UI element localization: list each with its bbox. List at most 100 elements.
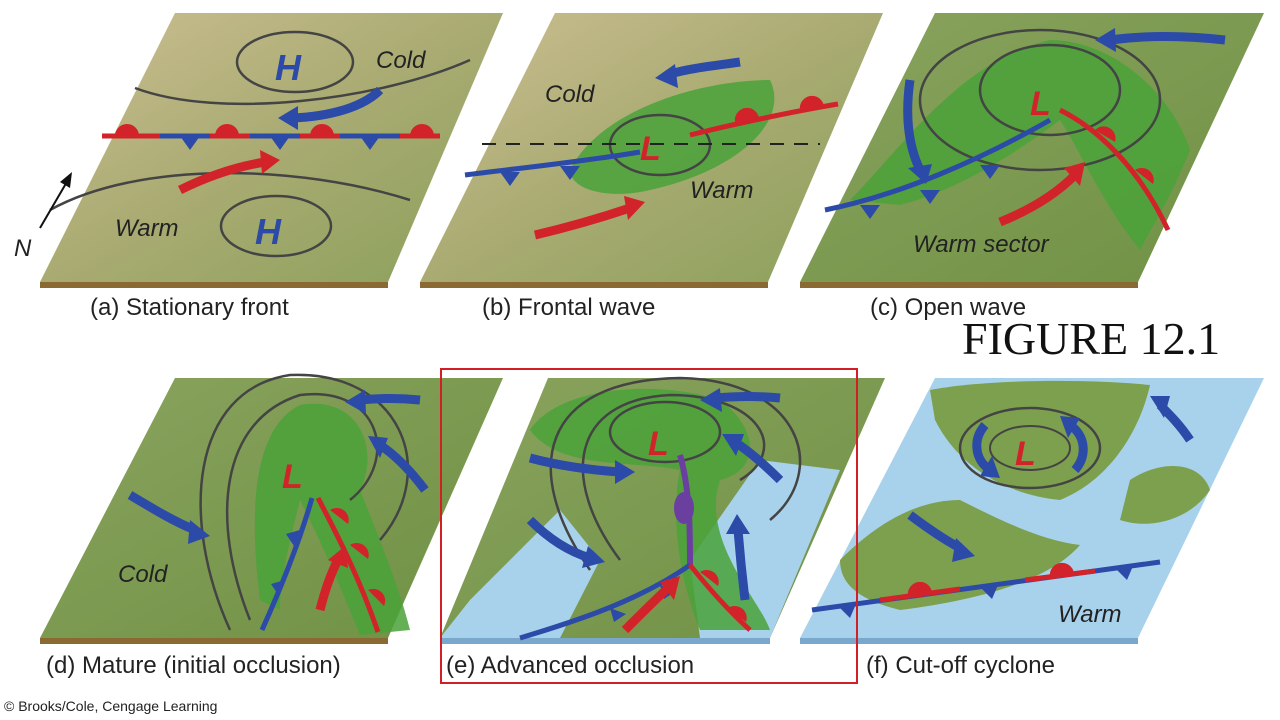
cold-front xyxy=(519,562,692,641)
wind-arrowhead xyxy=(1064,162,1085,186)
terrain-edge-a xyxy=(40,282,388,288)
isobar xyxy=(219,194,333,258)
wind-arrow xyxy=(177,157,266,195)
isobar xyxy=(958,406,1102,490)
warm-label: Warm xyxy=(115,215,179,242)
stationary-front xyxy=(879,586,961,603)
high-pressure-label: H xyxy=(255,211,282,252)
wind-arrowhead xyxy=(624,196,645,220)
north-arrow xyxy=(39,179,69,229)
wind-arrow xyxy=(621,584,672,634)
caption-e: (e) Advanced occlusion xyxy=(446,652,695,679)
wind-arrow xyxy=(315,557,342,612)
warm-front xyxy=(315,496,381,633)
cold-label: Cold xyxy=(118,561,168,588)
cold-label: Cold xyxy=(545,81,595,108)
cold-front-barb xyxy=(271,530,300,596)
wind-arrowhead xyxy=(655,64,678,88)
warm-front-bump xyxy=(700,569,747,622)
wind-arrow xyxy=(714,392,781,403)
isobar xyxy=(581,393,766,561)
wind-arrow xyxy=(903,79,925,172)
wind-arrowhead xyxy=(582,546,605,568)
terrain-edge-b xyxy=(420,282,768,288)
warm-front-bump xyxy=(1095,126,1154,184)
land-area xyxy=(1120,466,1210,524)
wind-arrowhead xyxy=(952,538,975,562)
cold-front-barb xyxy=(180,136,380,150)
wind-arrowhead xyxy=(1060,416,1080,438)
wind-arrowhead xyxy=(368,436,388,458)
isobar xyxy=(549,376,802,571)
isobar xyxy=(918,28,1162,172)
credit-line: © Brooks/Cole, Cengage Learning xyxy=(4,698,218,714)
wind-arrow xyxy=(377,441,429,493)
low-pressure-label: L xyxy=(282,458,303,496)
cold-label: Cold xyxy=(376,47,426,74)
warm-front-bump xyxy=(330,507,386,606)
precipitation-area xyxy=(850,40,1190,250)
wind-arrow xyxy=(533,203,632,240)
stationary-front xyxy=(1024,568,1096,583)
wind-arrowhead xyxy=(345,390,366,414)
north-label: N xyxy=(14,235,32,262)
north-arrowhead xyxy=(60,172,72,188)
wind-arrow xyxy=(998,171,1079,227)
terrain-edge-d xyxy=(40,638,388,644)
wind-arrowhead xyxy=(980,456,1000,478)
low-pressure-label: L xyxy=(648,425,669,463)
cold-front-barb xyxy=(838,566,1133,618)
cold-front xyxy=(259,497,315,632)
low-pressure-label: L xyxy=(1015,435,1036,473)
wind-arrow xyxy=(733,529,750,601)
high-pressure-label: H xyxy=(275,47,302,88)
cold-front xyxy=(464,149,641,178)
caption-b: (b) Frontal wave xyxy=(482,294,656,321)
wind-arrowhead xyxy=(700,388,722,412)
wind-arrowhead xyxy=(188,520,210,544)
isobar xyxy=(235,30,355,94)
warm-label: Warm xyxy=(690,177,754,204)
wind-arrowhead xyxy=(615,460,635,484)
cold-front-barb xyxy=(500,166,580,186)
wind-arrow xyxy=(1109,32,1226,45)
wind-arrowhead xyxy=(660,576,680,600)
terrain-edge-f xyxy=(800,638,1138,644)
wind-arrowhead xyxy=(1095,28,1116,52)
caption-c: (c) Open wave xyxy=(870,294,1027,321)
terrain-block-a xyxy=(40,13,503,282)
wind-arrowhead xyxy=(278,106,298,130)
warm-front-bump xyxy=(907,562,1074,596)
caption-a: (a) Stationary front xyxy=(90,294,289,321)
warm-front xyxy=(689,101,839,138)
wind-arrowhead xyxy=(1150,396,1170,418)
caption-f: (f) Cut-off cyclone xyxy=(866,652,1055,679)
wind-arrow xyxy=(528,453,621,477)
wind-arrowhead xyxy=(722,434,744,456)
caption-d: (d) Mature (initial occlusion) xyxy=(46,652,341,679)
warm-front xyxy=(1058,107,1171,232)
low-pressure-label: L xyxy=(1030,85,1051,123)
isobar xyxy=(978,43,1122,137)
cold-front-barb xyxy=(860,165,1000,219)
wind-arrowhead xyxy=(908,164,932,184)
warm-sector-label: Warm sector xyxy=(913,231,1050,258)
occluded-front-bump xyxy=(674,492,694,524)
isobar xyxy=(989,425,1071,471)
isobar xyxy=(134,58,471,106)
precipitation-area xyxy=(254,403,410,635)
highlight-box xyxy=(440,368,858,684)
low-pressure-label: L xyxy=(640,130,661,168)
wind-arrow xyxy=(526,516,592,563)
stationary-front xyxy=(811,559,1161,613)
wind-arrowhead xyxy=(260,150,280,174)
cold-front xyxy=(824,117,1052,213)
warm-front xyxy=(688,563,752,632)
wind-arrowhead xyxy=(726,514,750,534)
